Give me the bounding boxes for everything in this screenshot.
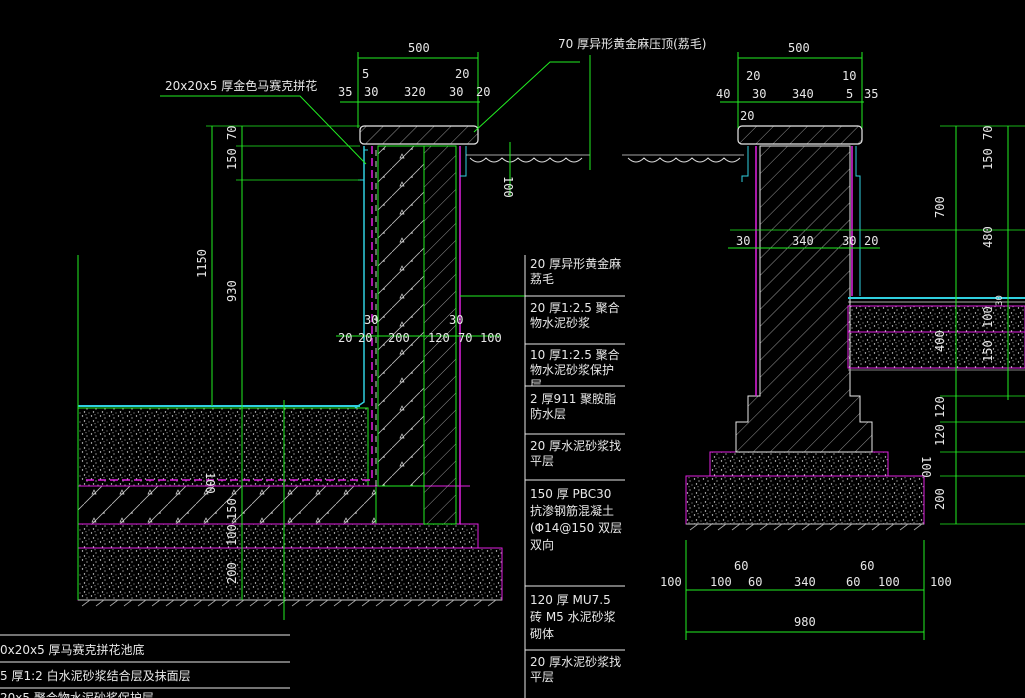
wall-dim-a: 20	[338, 331, 352, 345]
left-dim-e: 320	[404, 85, 426, 99]
lower-dim-b: 100	[225, 524, 239, 546]
right-section	[622, 52, 1025, 640]
wall-dim-h: 100	[480, 331, 502, 345]
bottom-notes-table	[0, 634, 290, 689]
gravel-base	[77, 547, 503, 601]
right-footing-cushion	[709, 451, 889, 477]
wall-dim-c: 30	[364, 313, 378, 327]
lower-dim-d: 100	[203, 472, 217, 494]
right-vdim-l: 200	[933, 488, 947, 510]
pool-slab	[77, 485, 377, 525]
layer-table	[524, 255, 625, 698]
brick-wall	[423, 145, 457, 525]
right-vdim-f: 100	[981, 306, 995, 328]
right-brick-foundation	[735, 145, 873, 453]
layer-row-5: 20 厚水泥砂浆找平层	[530, 439, 622, 468]
right-vdim-d: 480	[981, 226, 995, 248]
bottom-note-1: 0x20x5 厚马赛克拼花池底	[0, 642, 145, 657]
wall-dim-d: 200	[388, 331, 410, 345]
layer-row-2: 20 厚1:2.5 聚合物水泥砂浆	[530, 301, 620, 330]
waterproof-line	[82, 146, 373, 481]
right-vdim-j: 120	[933, 424, 947, 446]
wall-dim-f: 30	[449, 313, 463, 327]
right-bdim-i: 100	[930, 575, 952, 589]
left-vdim-c: 1150	[195, 249, 209, 278]
right-dim-c: 40	[716, 87, 730, 101]
callout-coping: 70 厚异形黄金麻压顶(荔毛)	[558, 36, 706, 51]
right-bdim-f: 60	[846, 575, 860, 589]
right-vdim-e: 30	[995, 295, 1005, 306]
right-dim-f: 5	[846, 87, 853, 101]
right-vdim-i: 120	[933, 396, 947, 418]
right-footing-base	[685, 475, 925, 525]
right-mid-a: 30	[736, 234, 750, 248]
coping-stone	[359, 125, 479, 145]
left-dim-g: 20	[476, 85, 490, 99]
right-dim-e: 340	[792, 87, 814, 101]
right-bdim-a: 100	[660, 575, 682, 589]
right-dim-h: 20	[740, 109, 754, 123]
wall-dim-b: 20	[358, 331, 372, 345]
concrete-wall	[377, 145, 425, 487]
cushion-layer	[77, 523, 479, 549]
right-vdim-k: 100	[919, 456, 933, 478]
left-vdim-a: 70	[225, 126, 239, 140]
right-vdim-a: 70	[981, 126, 995, 140]
right-mid-b: 340	[792, 234, 814, 248]
right-dim-g: 35	[864, 87, 878, 101]
right-dim-overall: 500	[788, 41, 810, 55]
right-bdim-c: 60	[734, 559, 748, 573]
wall-dim-e: 120	[428, 331, 450, 345]
right-bdim-h: 100	[878, 575, 900, 589]
right-dim-a: 20	[746, 69, 760, 83]
layer-row-4: 2 厚911 聚胺脂防水层	[530, 392, 617, 421]
left-dim-f: 30	[449, 85, 463, 99]
layer-row-1: 20 厚异形黄金麻荔毛	[530, 257, 622, 286]
right-bdim-e: 340	[794, 575, 816, 589]
left-section	[77, 52, 625, 620]
left-dim-c: 35	[338, 85, 352, 99]
right-vdim-b: 150	[981, 148, 995, 170]
right-vdim-c: 700	[933, 196, 947, 218]
layer-row-8: 20 厚水泥砂浆找平层	[530, 655, 622, 684]
bottom-note-2: 5 厚1:2 白水泥砂浆结合层及抹面层	[0, 668, 191, 683]
right-mid-c: 30	[842, 234, 856, 248]
left-dim-a: 5	[362, 67, 369, 81]
layer-row-7: 120 厚 MU7.5 砖 M5 水泥砂浆砌体	[530, 593, 616, 641]
right-bdim-d: 60	[748, 575, 762, 589]
callout-mosaic: 20x20x5 厚金色马赛克拼花	[165, 78, 317, 93]
left-vdim-e: 100	[501, 176, 515, 198]
wall-dim-g: 70	[458, 331, 472, 345]
layer-row-6: 150 厚 PBC30 抗渗钢筋混凝土 (Φ14@150 双层双向	[530, 487, 623, 552]
right-dim-d: 30	[752, 87, 766, 101]
bottom-note-3: 20x5 聚合物水泥砂浆保护层	[0, 690, 154, 698]
left-vdim-d: 930	[225, 280, 239, 302]
right-vdim-g: 400	[933, 330, 947, 352]
right-bdim-g: 60	[860, 559, 874, 573]
right-bdim-b: 100	[710, 575, 732, 589]
right-mid-d: 20	[864, 234, 878, 248]
left-dim-d: 30	[364, 85, 378, 99]
right-vdim-h: 150	[981, 340, 995, 362]
left-dim-b: 20	[455, 67, 469, 81]
lower-dim-a: 150	[225, 498, 239, 520]
right-dim-b: 10	[842, 69, 856, 83]
lower-dim-c: 200	[225, 562, 239, 584]
left-vdim-b: 150	[225, 148, 239, 170]
layer-row-3: 10 厚1:2.5 聚合物水泥砂浆保护层	[530, 348, 620, 386]
left-dim-overall: 500	[408, 41, 430, 55]
right-coping-stone	[737, 125, 863, 145]
pool-bottom-fill	[77, 407, 369, 487]
right-bdim-total: 980	[794, 615, 816, 629]
